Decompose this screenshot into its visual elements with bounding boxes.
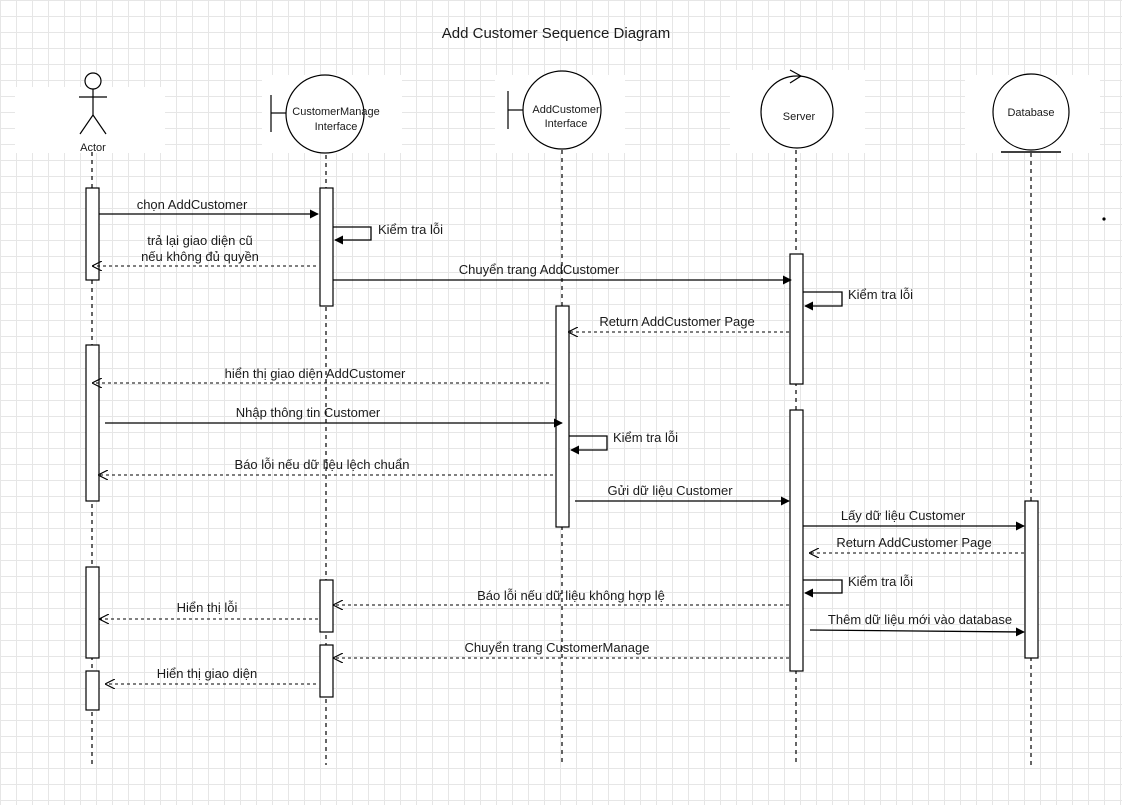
message-label: Kiểm tra lỗi — [848, 574, 913, 589]
server-label: Server — [783, 111, 816, 123]
entity-icon — [992, 73, 1070, 153]
self-message-arrow — [803, 579, 843, 598]
message-label: Báo lỗi nếu dữ liệu lệch chuẩn — [235, 457, 410, 472]
server-activation — [789, 253, 804, 385]
actor-icon — [79, 72, 107, 135]
database-activation — [1024, 500, 1039, 659]
actor-activation — [85, 187, 100, 281]
message-label: Thêm dữ liệu mới vào database — [828, 612, 1012, 627]
self-message-arrow — [569, 435, 608, 455]
message-label: Lấy dữ liệu Customer — [841, 508, 966, 523]
boundary-icon — [270, 74, 365, 154]
diagram-title: Add Customer Sequence Diagram — [442, 25, 670, 42]
database-label: Database — [1007, 107, 1054, 119]
boundary-icon — [507, 70, 602, 150]
add-customer-activation — [555, 305, 570, 528]
customer-manage-activation — [319, 644, 334, 698]
actor-activation — [85, 670, 100, 711]
message-label: trả lại giao diện cũ — [147, 233, 253, 248]
message-label: chọn AddCustomer — [137, 197, 248, 212]
self-message-arrow — [803, 291, 843, 311]
customer-manage-label-line1: CustomerManage — [292, 106, 379, 118]
customer-manage-label-line2: Interface — [315, 121, 358, 133]
customer-manage-activation — [319, 579, 334, 633]
message-label: Chuyển trang AddCustomer — [459, 262, 620, 277]
message-label: Hiển thị giao diện — [157, 666, 257, 681]
message-arrow — [809, 627, 1025, 637]
add-customer-label-line1: AddCustomer — [532, 104, 600, 116]
message-label: Kiểm tra lỗi — [848, 287, 913, 302]
message-label: Nhập thông tin Customer — [236, 405, 381, 420]
message-label: Kiểm tra lỗi — [613, 430, 678, 445]
message-label: Return AddCustomer Page — [599, 314, 754, 329]
message-label: Kiểm tra lỗi — [378, 222, 443, 237]
message-label: Hiển thị lỗi — [177, 600, 238, 615]
server-activation — [789, 409, 804, 672]
message-label: hiển thị giao diện AddCustomer — [225, 366, 406, 381]
actor-activation — [85, 344, 100, 502]
stray-dot — [1102, 217, 1106, 221]
message-label: nếu không đủ quyền — [141, 249, 259, 264]
control-icon — [760, 69, 834, 149]
add-customer-label-line2: Interface — [545, 118, 588, 130]
message-label: Gửi dữ liệu Customer — [607, 483, 733, 498]
message-label: Return AddCustomer Page — [836, 535, 991, 550]
message-label: Chuyển trang CustomerManage — [465, 640, 650, 655]
actor-label: Actor — [80, 142, 106, 154]
actor-activation — [85, 566, 100, 659]
message-label: Báo lỗi nếu dữ liệu không hợp lệ — [477, 588, 665, 603]
customer-manage-activation — [319, 187, 334, 307]
self-message-arrow — [333, 226, 372, 245]
